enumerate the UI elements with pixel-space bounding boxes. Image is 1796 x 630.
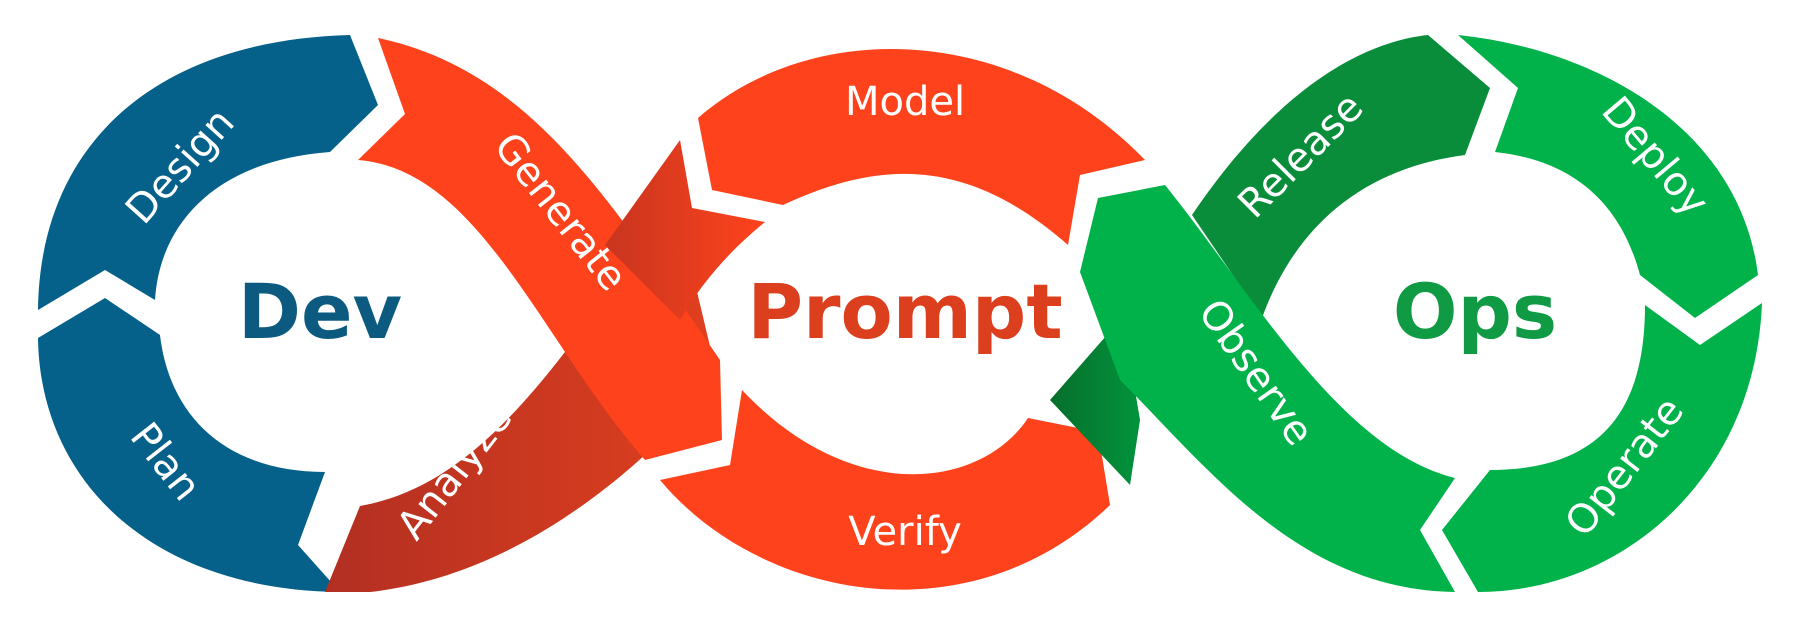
generate-segment — [358, 38, 722, 460]
deploy-segment — [1458, 35, 1758, 318]
plan-segment — [38, 298, 340, 592]
label-verify: Verify — [848, 509, 961, 555]
hub-prompt: Prompt — [747, 267, 1062, 356]
verify-segment — [660, 390, 1110, 590]
observe-segment — [1080, 185, 1455, 592]
design-segment — [38, 35, 378, 310]
model-segment — [698, 49, 1145, 245]
model-tail-segment — [605, 140, 765, 320]
release-segment — [1192, 35, 1490, 318]
label-model: Model — [845, 79, 965, 125]
hub-dev: Dev — [238, 267, 402, 356]
hub-ops: Ops — [1393, 267, 1557, 356]
operate-segment — [1442, 303, 1762, 592]
